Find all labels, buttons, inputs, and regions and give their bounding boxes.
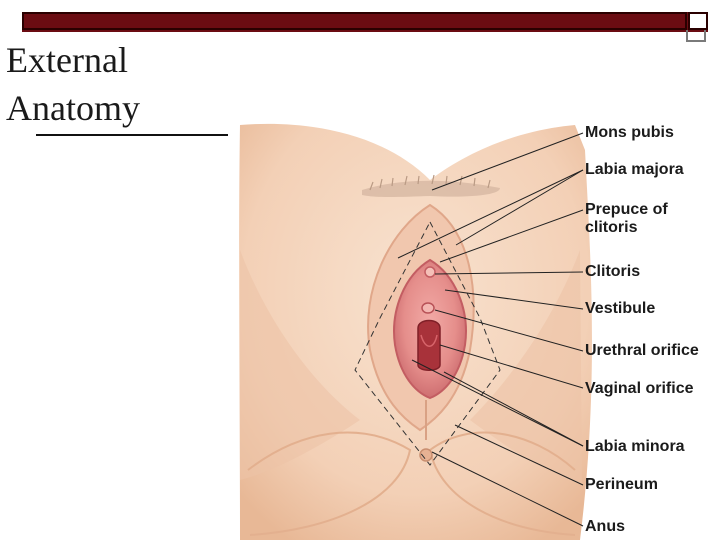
label-perineum: Perineum bbox=[585, 476, 658, 494]
urethral-orifice-shape bbox=[422, 303, 434, 313]
label-anus: Anus bbox=[585, 518, 625, 536]
label-prepuce-of-clitoris: Prepuce of clitoris bbox=[585, 201, 668, 237]
clitoris-shape bbox=[425, 267, 435, 277]
label-mons-pubis: Mons pubis bbox=[585, 124, 674, 142]
label-labia-majora: Labia majora bbox=[585, 161, 684, 179]
label-vaginal-orifice: Vaginal orifice bbox=[585, 380, 693, 398]
label-clitoris: Clitoris bbox=[585, 263, 640, 281]
vaginal-orifice-shape bbox=[418, 321, 440, 371]
label-vestibule: Vestibule bbox=[585, 300, 655, 318]
label-urethral-orifice: Urethral orifice bbox=[585, 342, 699, 360]
label-labia-minora: Labia minora bbox=[585, 438, 685, 456]
